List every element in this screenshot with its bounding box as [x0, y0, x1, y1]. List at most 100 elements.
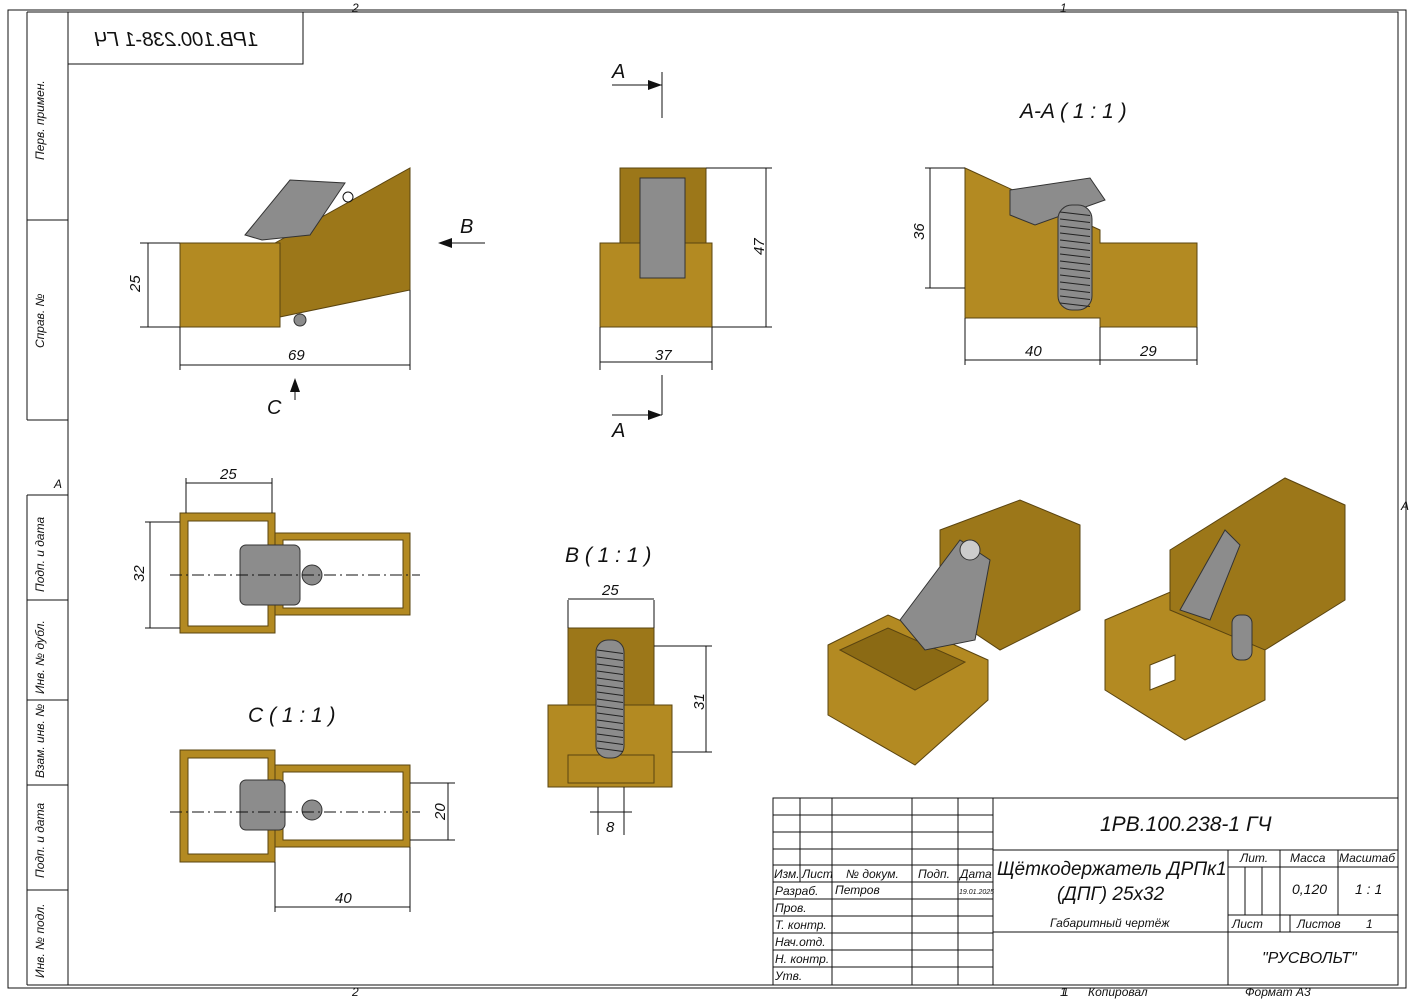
strip-label: Подп. и дата [33, 517, 47, 592]
strip-dividers [27, 11, 68, 986]
stamp-mirrored: 1РВ.100.238-1 ГЧ [94, 29, 258, 51]
top-view: 25 32 [131, 466, 420, 634]
spring-coil [1059, 295, 1091, 300]
outer-frame [7, 9, 1407, 989]
header-list: Лист [801, 867, 833, 881]
section-title: A-A ( 1 : 1 ) [1018, 100, 1127, 123]
spring-coil [596, 712, 624, 717]
view-b: B ( 1 : 1 ) 25 31 8 [547, 544, 712, 836]
strip-label: Подп. и дата [33, 803, 47, 878]
spring-coil [1059, 218, 1091, 223]
dim-c-width: 40 [335, 890, 352, 907]
inner-frame [67, 11, 1399, 986]
header-sign: Подп. [918, 867, 950, 881]
spring-coil [596, 684, 624, 689]
copied-label: Копировал [1088, 985, 1148, 999]
spring-coil [1059, 239, 1091, 244]
copied-number: 1 [1062, 985, 1069, 999]
spring [596, 649, 624, 752]
spring-coil [1059, 232, 1091, 237]
dim-b-width: 25 [601, 582, 619, 599]
strip-label: Взам. инв. № [33, 704, 47, 778]
view-arrow-b: B [460, 216, 473, 238]
spring-coil [596, 733, 624, 738]
spring-coil [1059, 211, 1091, 216]
spring-coil [596, 705, 624, 710]
role-label: Разраб. [775, 884, 818, 898]
dim-b-slot: 8 [606, 819, 615, 836]
section-marker-a-bottom: A [611, 420, 625, 442]
stamp-box [67, 11, 304, 65]
spring-coil [596, 691, 624, 696]
role-label: Пров. [775, 901, 807, 915]
header-date: Дата [958, 867, 992, 881]
header-izm: Изм. [774, 867, 800, 881]
spring-coil [596, 719, 624, 724]
designation: 1РВ.100.238-1 ГЧ [1100, 813, 1272, 836]
front-view: 25 69 B C [127, 167, 485, 419]
company-name: "РУСВОЛЬТ" [1262, 950, 1358, 967]
spring-coil [1059, 225, 1091, 230]
zone-bottom-1: 1 [1060, 985, 1067, 999]
title-block-text: 1РВ.100.238-1 ГЧ Щёткодержатель ДРПк1 (Д… [774, 813, 1396, 999]
zone-top-2: 2 [351, 1, 359, 15]
view-c: C ( 1 : 1 ) 20 40 [170, 704, 455, 912]
dim-aa-height: 36 [911, 223, 928, 240]
spring-coil [596, 747, 624, 752]
zone-top-1: 1 [1060, 1, 1067, 15]
lit-label: Лит. [1239, 851, 1268, 865]
spring-coil [596, 698, 624, 703]
scale-label: Масштаб [1339, 851, 1396, 865]
header-doc-no: № докум. [846, 867, 899, 881]
dim-side-height: 47 [751, 238, 768, 255]
title-block [772, 797, 1399, 986]
zone-right-a: A [1400, 499, 1409, 513]
view-c-title: C ( 1 : 1 ) [248, 704, 336, 727]
product-name-line1: Щёткодержатель ДРПк1 [997, 859, 1227, 880]
spring-coil [596, 677, 624, 682]
strip-label: Справ. № [33, 293, 47, 348]
dim-aa-w1: 40 [1025, 343, 1042, 360]
dim-side-width: 37 [655, 347, 672, 364]
sheet-label: Лист [1231, 917, 1263, 931]
view-arrow-c: C [267, 397, 282, 419]
spring-coil [596, 740, 624, 745]
spring-coil [1059, 246, 1091, 251]
dim-aa-w2: 29 [1139, 343, 1157, 360]
spring-coil [1059, 274, 1091, 279]
spring [1059, 211, 1091, 307]
zone-bottom-2: 2 [351, 985, 359, 999]
mass-label: Масса [1290, 851, 1326, 865]
spring-coil [596, 726, 624, 731]
isometric-view-1 [827, 499, 1081, 766]
sheet-format: Формат А3 [1245, 985, 1311, 999]
spring-coil [1059, 267, 1091, 272]
document-type: Габаритный чертёж [1050, 916, 1170, 930]
spring-coil [596, 656, 624, 661]
role-label: Утв. [774, 969, 802, 983]
view-b-title: B ( 1 : 1 ) [565, 544, 651, 567]
mass-value: 0,120 [1292, 881, 1327, 897]
strip-label: Перв. примен. [33, 80, 47, 160]
strip-label: Инв. № подл. [33, 904, 47, 978]
strip-label: Инв. № дубл. [33, 620, 47, 694]
role-label: Нач.отд. [775, 935, 826, 949]
role-label: Н. контр. [775, 952, 829, 966]
spring-coil [1059, 288, 1091, 293]
section-marker-a-top: A [611, 61, 625, 83]
dim-top-width: 25 [219, 466, 237, 483]
isometric-view-2 [1104, 477, 1346, 741]
developer-name: Петров [835, 883, 880, 897]
sheets-label: Листов [1296, 917, 1341, 931]
developer-date: 19.01.2025 [959, 889, 994, 896]
dim-top-height: 32 [131, 565, 148, 582]
dim-front-height: 25 [127, 275, 144, 293]
spring-coil [1059, 260, 1091, 265]
dim-front-width: 69 [288, 347, 305, 364]
spring-coil [1059, 281, 1091, 286]
dim-c-height: 20 [432, 803, 449, 821]
role-label: Т. контр. [775, 918, 827, 932]
dim-b-height: 31 [691, 693, 708, 710]
section-a-a: A-A ( 1 : 1 ) 36 40 29 [911, 100, 1198, 365]
